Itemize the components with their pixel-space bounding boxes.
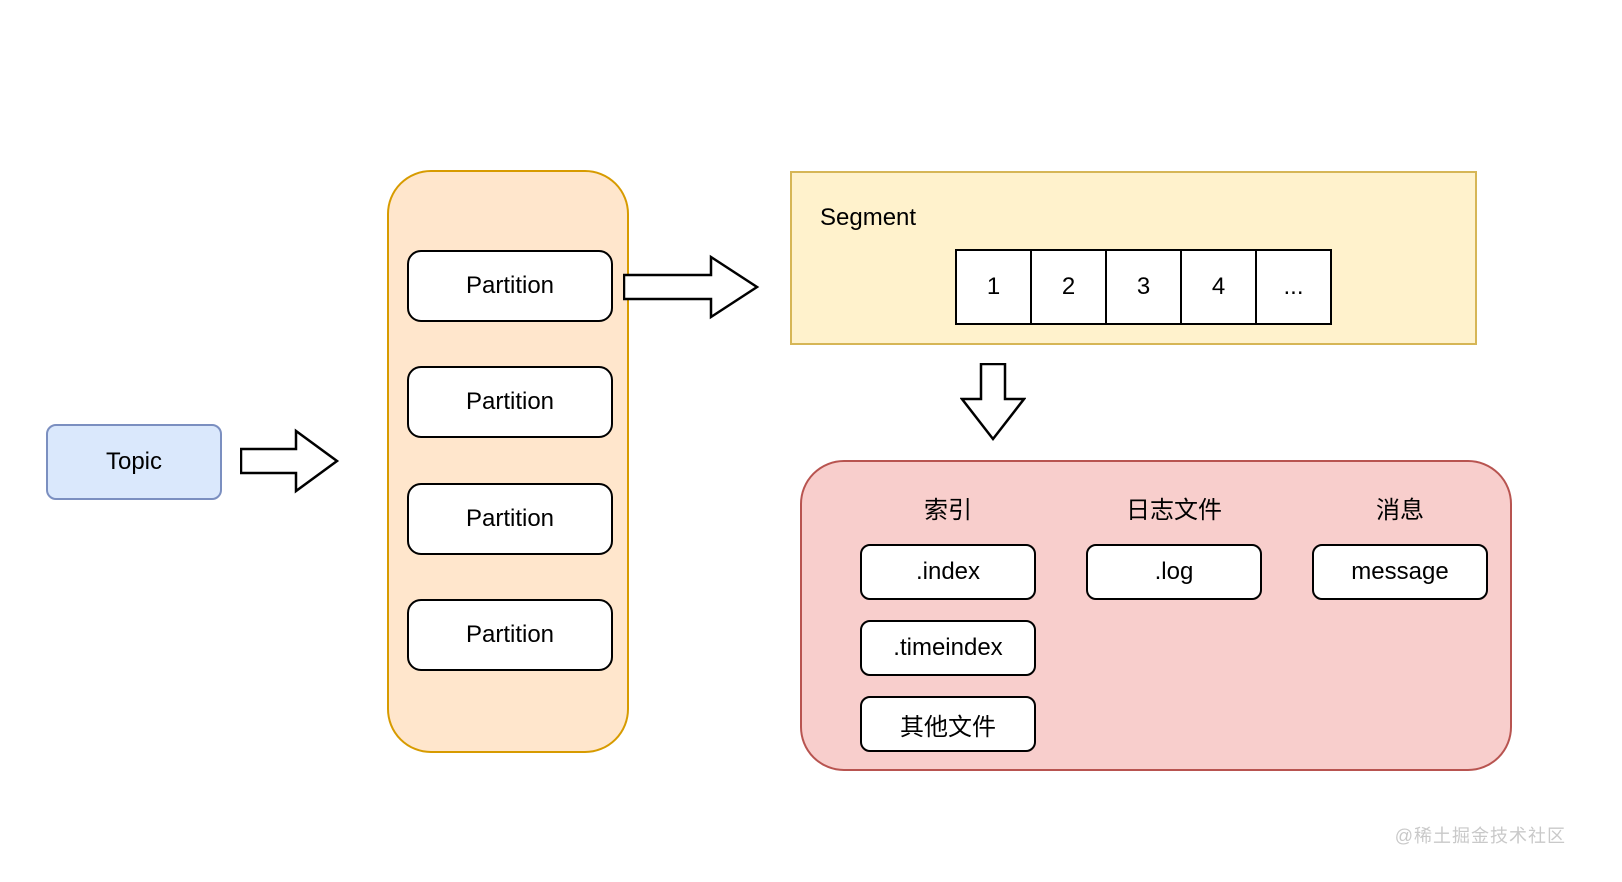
partition-node: Partition	[407, 598, 613, 671]
segment-cell-value: 4	[1211, 273, 1226, 300]
arrow-down-icon	[960, 363, 1026, 442]
topic-label: Topic	[105, 448, 163, 475]
partition-node: Partition	[407, 250, 613, 322]
segment-label: Segment	[820, 204, 917, 231]
segment-cell-value: 2	[1061, 273, 1076, 300]
file-node: message	[1312, 544, 1488, 600]
file-label: .timeindex	[893, 634, 1003, 661]
arrow-right-icon	[623, 254, 760, 320]
segment-cell: 1	[955, 249, 1032, 325]
file-node: .log	[1086, 544, 1262, 600]
file-column-log: 日志文件 .log	[1086, 490, 1262, 600]
file-label: 其他文件	[900, 713, 996, 741]
partition-label: Partition	[465, 272, 555, 299]
arrow-right-icon	[240, 428, 340, 494]
watermark: @稀土掘金技术社区	[1394, 826, 1566, 846]
file-label: .log	[1154, 558, 1194, 585]
file-node: .timeindex	[860, 620, 1036, 676]
segment-cell: 4	[1180, 249, 1257, 325]
file-column-header: 日志文件	[1126, 496, 1222, 524]
file-column-index: 索引 .index .timeindex 其他文件	[860, 490, 1036, 752]
file-node: 其他文件	[860, 696, 1036, 752]
segment-cell: 3	[1105, 249, 1182, 325]
file-node: .index	[860, 544, 1036, 600]
segment-cell-row: 1 2 3 4 ...	[955, 249, 1332, 325]
partition-label: Partition	[465, 504, 555, 532]
partition-label: Partition	[465, 620, 555, 648]
partition-node: Partition	[407, 366, 613, 439]
segment-cell: 2	[1030, 249, 1107, 325]
partition-group: Partition Partition Partition Partition	[387, 170, 629, 753]
segment-cell-value: 1	[986, 273, 1001, 300]
segment-cell: ...	[1255, 249, 1332, 325]
partition-node: Partition	[407, 482, 613, 555]
partition-label: Partition	[465, 388, 555, 416]
file-column-header: 消息	[1376, 496, 1424, 524]
topic-node: Topic	[46, 424, 222, 500]
file-column-message: 消息 message	[1312, 490, 1488, 600]
segment-cell-value: 3	[1136, 273, 1151, 300]
file-column-header: 索引	[924, 496, 972, 524]
file-label: message	[1351, 558, 1449, 585]
segment-cell-value: ...	[1283, 273, 1304, 300]
file-label: .index	[915, 558, 981, 585]
